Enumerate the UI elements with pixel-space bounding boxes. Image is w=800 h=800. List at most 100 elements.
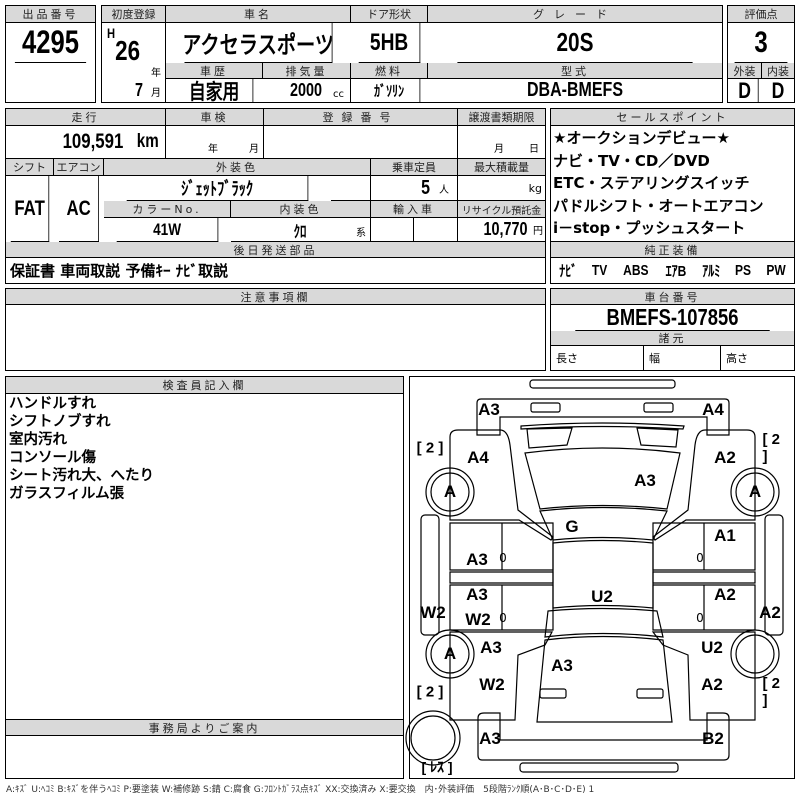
transfer-month-unit: 月 bbox=[494, 144, 504, 155]
import-value-2 bbox=[414, 218, 458, 242]
grille bbox=[520, 422, 685, 449]
ext-color-value: ｼﾞｪｯﾄﾌﾞﾗｯｸ bbox=[126, 176, 309, 201]
sales-point: ★オークションデビュー★ bbox=[553, 129, 730, 147]
rear-left-fender bbox=[449, 631, 554, 721]
damage-mark: W2 bbox=[420, 603, 446, 622]
rear-right-fender bbox=[651, 631, 756, 721]
equipment-label: 純正装備 bbox=[551, 242, 794, 258]
damage-mark: U2 bbox=[591, 587, 613, 606]
displacement-unit: cc bbox=[333, 89, 344, 100]
length-label: 長さ bbox=[551, 346, 644, 370]
import-value-1 bbox=[371, 218, 414, 242]
rear-bumper bbox=[477, 712, 730, 761]
equipment-item: PW bbox=[766, 262, 786, 279]
damage-mark: W2 bbox=[479, 675, 505, 694]
import-label: 輸入車 bbox=[371, 201, 458, 218]
inspector-box: 検査員記入欄 ハンドルすれ シフトノブすれ 室内汚れ コンソール傷 シート汚れ大… bbox=[5, 376, 404, 779]
headlight-left bbox=[530, 402, 561, 413]
displacement-number: 2000 bbox=[290, 80, 323, 100]
exterior-label: 外装 bbox=[728, 63, 762, 79]
displacement-label: 排気量 bbox=[263, 63, 351, 79]
max-load-label: 最大積載量 bbox=[458, 159, 545, 176]
damage-mark: A3 bbox=[480, 638, 502, 657]
int-color-value: ｸﾛ 系 bbox=[231, 218, 371, 242]
int-color-unit: 系 bbox=[356, 228, 366, 239]
fuel-label: 燃料 bbox=[351, 63, 428, 79]
damage-mark: G bbox=[565, 517, 579, 536]
equipment-item: ABS bbox=[623, 262, 649, 279]
chassis-label: 車台番号 bbox=[551, 289, 794, 305]
rear-bar bbox=[519, 762, 679, 773]
later-parts-label: 後日発送部品 bbox=[6, 242, 545, 258]
damage-mark: A4 bbox=[467, 448, 489, 467]
damage-mark: A3 bbox=[478, 400, 500, 419]
inspection-label: 車検 bbox=[166, 109, 264, 126]
color-no-value: 41W bbox=[116, 218, 219, 242]
damage-mark: W2 bbox=[465, 610, 491, 629]
damage-mark: A3 bbox=[551, 656, 573, 675]
car-name: アクセラスポーツ bbox=[184, 23, 333, 63]
damage-mark: U2 bbox=[701, 638, 723, 657]
capacity-label: 乗車定員 bbox=[371, 159, 458, 176]
damage-mark: A4 bbox=[702, 400, 724, 419]
max-load-value: kg bbox=[458, 176, 545, 201]
max-load-unit: kg bbox=[528, 181, 542, 195]
lot-box: 出品番号 4295 bbox=[5, 5, 96, 103]
damage-mark: A3 bbox=[634, 471, 656, 490]
damage-mark: A2 bbox=[714, 585, 736, 604]
ext-color-label: 外装色 bbox=[104, 159, 371, 176]
inspector-line: 室内汚れ bbox=[9, 432, 67, 448]
vehicle-box: 初度登録 H 26 年 7 月 車名 アクセラスポーツ 車歴 自家用 排気量 2… bbox=[101, 5, 723, 103]
ac-value: AC bbox=[59, 176, 99, 242]
damage-mark: A1 bbox=[714, 526, 736, 545]
recycle-number: 10,770 bbox=[483, 219, 528, 239]
inspector-label: 検査員記入欄 bbox=[6, 377, 403, 394]
grade-value: 20S bbox=[457, 23, 693, 63]
score-box: 評価点 3 外装 内装 D D bbox=[727, 5, 795, 103]
tire-tread-mark: [ 2 ] bbox=[762, 675, 781, 709]
front-bar bbox=[529, 379, 676, 389]
left-doors bbox=[449, 522, 554, 631]
transfer-day-unit: 日 bbox=[529, 144, 539, 155]
mileage-number: 109,591 bbox=[62, 130, 123, 153]
notes-box: 注意事項欄 bbox=[5, 288, 546, 371]
notes-label: 注意事項欄 bbox=[6, 289, 545, 305]
recycle-unit: 円 bbox=[533, 226, 543, 237]
chassis-box: 車台番号 BMEFS-107856 諸元 長さ 幅 高さ bbox=[550, 288, 795, 371]
displacement-value: 2000 cc bbox=[263, 79, 351, 102]
trunk bbox=[536, 635, 673, 723]
right-rocker bbox=[764, 514, 784, 636]
inspector-line: シート汚れ大、へたり bbox=[9, 468, 154, 484]
damage-mark: A bbox=[443, 482, 457, 501]
interior-grade: D bbox=[771, 79, 785, 102]
door-label: ドア形状 bbox=[351, 6, 428, 23]
model-value: DBA-BMEFS bbox=[527, 79, 623, 101]
hood bbox=[524, 447, 681, 510]
handle-mark: 0 bbox=[696, 551, 704, 565]
inspector-line: ガラスフィルム張 bbox=[9, 486, 125, 502]
lot-label: 出品番号 bbox=[6, 6, 95, 23]
inspector-line: シフトノブすれ bbox=[9, 414, 111, 430]
sales-points-list: ★オークションデビュー★ ナビ・TV・CD／DVD ETC・ステアリングスイッチ… bbox=[551, 126, 794, 242]
rear-window bbox=[544, 607, 664, 638]
inspector-line: コンソール傷 bbox=[9, 450, 96, 466]
tire-tread-mark: [ 2 ] bbox=[762, 431, 781, 465]
later-parts-value: 保証書 車両取説 予備ｷｰ ﾅﾋﾞ取説 bbox=[10, 262, 229, 280]
inspection-value: 年 月 bbox=[166, 126, 264, 159]
right-doors bbox=[652, 522, 756, 631]
legend: A:ｷｽﾞ U:ﾍｺﾐ B:ｷｽﾞを伴うﾍｺﾐ P:要塗装 W:補修跡 S:錆 … bbox=[6, 785, 595, 795]
fuel-value: ｶﾞｿﾘﾝ bbox=[359, 79, 421, 102]
damage-mark: A bbox=[748, 482, 762, 501]
sales-point: ナビ・TV・CD／DVD bbox=[553, 151, 710, 170]
sales-point: i－stop・プッシュスタート bbox=[553, 219, 746, 237]
sales-box: セールスポイント ★オークションデビュー★ ナビ・TV・CD／DVD ETC・ス… bbox=[550, 108, 795, 284]
inspector-line: ハンドルすれ bbox=[9, 396, 96, 412]
equipment-item: PS bbox=[735, 262, 752, 279]
equipment-list: ﾅﾋﾞ TV ABS ｴｱB ｱﾙﾐ PS PW bbox=[551, 258, 794, 283]
handle-mark: 0 bbox=[499, 611, 507, 625]
car-name-label: 車名 bbox=[166, 6, 351, 23]
model-label: 型式 bbox=[428, 63, 722, 79]
